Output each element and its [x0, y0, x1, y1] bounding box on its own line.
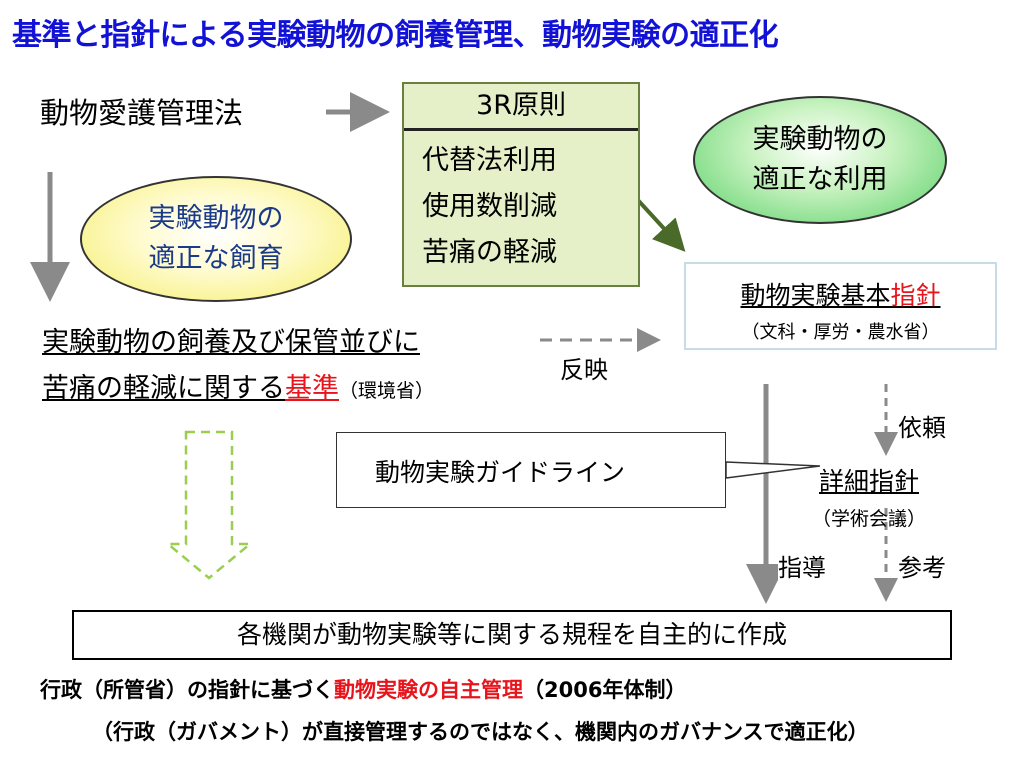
- proper-use-ellipse: 実験動物の 適正な利用: [693, 96, 947, 224]
- animal-experiment-guideline-box: 動物実験ガイドライン: [336, 432, 726, 508]
- request-label: 依頼: [898, 408, 946, 443]
- proper-breeding-ellipse: 実験動物の 適正な飼育: [80, 176, 352, 302]
- footer-line1-post: （2006年体制）: [523, 678, 687, 702]
- guidance-label: 指導: [778, 548, 826, 583]
- standard-red: 基準: [285, 373, 339, 404]
- reflect-label: 反映: [560, 350, 608, 385]
- ellipse-left-line1: 実験動物の: [148, 203, 284, 234]
- ellipse-left-line2: 適正な飼育: [148, 243, 284, 274]
- three-r-item: 苦痛の軽減: [422, 237, 557, 268]
- standard-text: 実験動物の飼養及び保管並びに 苦痛の軽減に関する基準（環境省）: [42, 320, 434, 414]
- page-title: 基準と指針による実験動物の飼養管理、動物実験の適正化: [12, 18, 779, 53]
- reference-label: 参考: [898, 548, 946, 583]
- detailed-guideline-title: 詳細指針: [819, 467, 920, 496]
- footer-line1-red: 動物実験の自主管理: [334, 678, 523, 702]
- ellipse-right-line1: 実験動物の: [752, 124, 888, 155]
- ellipse-right-line2: 適正な利用: [752, 164, 888, 195]
- callout-pointer: [725, 461, 821, 479]
- footer-line1-pre: 行政（所管省）の指針に基づく: [40, 678, 334, 702]
- three-r-item: 代替法利用: [422, 145, 557, 176]
- standard-line1: 実験動物の飼養及び保管並びに: [42, 327, 420, 358]
- basic-guideline-title: 動物実験基本指針: [686, 276, 995, 312]
- basic-guideline-main: 動物実験基本: [740, 281, 891, 310]
- hollow-down-arrow: [164, 430, 254, 580]
- three-r-header: 3R原則: [404, 84, 638, 131]
- footer-line2: （行政（ガバメント）が直接管理するのではなく、機関内のガバナンスで適正化）: [92, 720, 869, 744]
- basic-guideline-red: 指針: [890, 281, 941, 310]
- animal-experiment-guideline-text: 動物実験ガイドライン: [375, 458, 626, 487]
- basic-guideline-ministry: （文科・厚労・農水省）: [741, 322, 940, 343]
- law-label: 動物愛護管理法: [40, 96, 244, 130]
- three-r-box: 3R原則 代替法利用 使用数削減 苦痛の軽減: [402, 82, 640, 287]
- standard-ministry: （環境省）: [339, 380, 435, 402]
- institution-rules-box: 各機関が動物実験等に関する規程を自主的に作成: [72, 610, 952, 660]
- arrow-3r-to-guideline: [634, 196, 686, 252]
- detailed-guideline-council: （学術会議）: [812, 508, 927, 530]
- three-r-items: 代替法利用 使用数削減 苦痛の軽減: [422, 138, 557, 276]
- three-r-item: 使用数削減: [422, 191, 557, 222]
- basic-guideline-box: 動物実験基本指針 （文科・厚労・農水省）: [684, 262, 997, 350]
- footer-line1: 行政（所管省）の指針に基づく動物実験の自主管理（2006年体制）: [40, 674, 686, 704]
- standard-line2: 苦痛の軽減に関する: [42, 373, 285, 404]
- detailed-guideline: 詳細指針 （学術会議）: [812, 462, 926, 531]
